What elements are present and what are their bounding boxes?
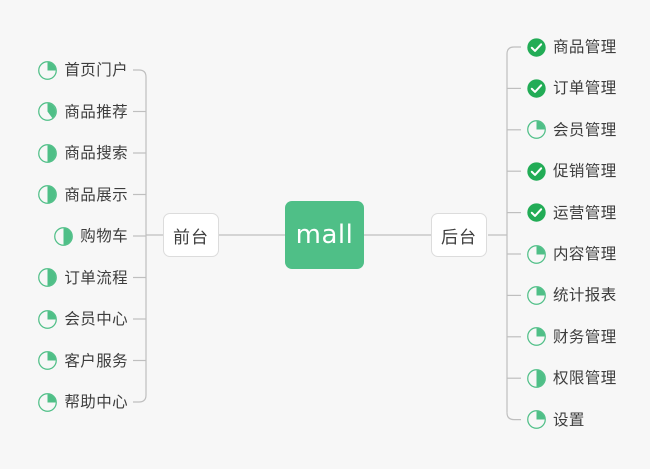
- check-circle-icon: [527, 37, 546, 57]
- pie-progress-icon: [527, 286, 546, 305]
- leaf-item-backend-5[interactable]: 运营管理: [526, 200, 617, 226]
- leaf-label: 促销管理: [553, 162, 617, 181]
- root-node-mall[interactable]: mall: [285, 201, 364, 269]
- leaf-item-backend-2[interactable]: 订单管理: [526, 75, 617, 101]
- pie-progress-icon: [527, 244, 546, 264]
- leaf-label: 订单流程: [64, 268, 128, 287]
- branch-node-frontend[interactable]: 前台: [163, 213, 219, 257]
- pie-progress-icon: [38, 143, 58, 163]
- check-circle-icon: [527, 162, 546, 181]
- leaf-item-backend-1[interactable]: 商品管理: [526, 34, 617, 60]
- leaf-label: 设置: [553, 410, 585, 429]
- branch-node-backend[interactable]: 后台: [431, 213, 487, 257]
- leaf-label: 商品搜索: [64, 144, 128, 162]
- leaf-item-frontend-5[interactable]: 购物车: [53, 223, 128, 249]
- leaf-item-backend-6[interactable]: 内容管理: [526, 241, 617, 267]
- leaf-label: 权限管理: [553, 369, 617, 388]
- frontend-elbow-top: [133, 69, 147, 78]
- leaf-item-frontend-2[interactable]: 商品推荐: [37, 99, 128, 125]
- backend-elbow-bottom: [506, 412, 521, 421]
- pie-progress-icon: [38, 309, 58, 329]
- pie-progress-icon: [38, 268, 58, 287]
- leaf-item-backend-10[interactable]: 设置: [526, 407, 585, 433]
- check-circle-icon: [527, 203, 546, 222]
- check-circle-icon: [527, 79, 546, 98]
- leaf-label: 商品展示: [64, 185, 128, 204]
- leaf-label: 帮助中心: [64, 393, 128, 411]
- leaf-item-frontend-7[interactable]: 会员中心: [37, 306, 128, 332]
- leaf-item-frontend-1[interactable]: 首页门户: [37, 57, 128, 83]
- leaf-label: 内容管理: [553, 245, 617, 263]
- pie-progress-icon: [38, 185, 58, 204]
- leaf-label: 商品推荐: [64, 102, 128, 121]
- leaf-label: 客户服务: [64, 351, 128, 370]
- leaf-label: 首页门户: [64, 61, 128, 79]
- leaf-item-frontend-9[interactable]: 帮助中心: [37, 389, 128, 415]
- pie-progress-icon: [527, 120, 546, 140]
- leaf-item-backend-8[interactable]: 财务管理: [526, 324, 617, 350]
- leaf-item-backend-3[interactable]: 会员管理: [526, 117, 617, 143]
- leaf-item-frontend-4[interactable]: 商品展示: [37, 182, 128, 208]
- branch-node-backend-label: 后台: [441, 227, 477, 248]
- pie-progress-icon: [527, 410, 546, 429]
- pie-progress-icon: [38, 392, 58, 412]
- backend-elbow-top: [506, 46, 521, 55]
- leaf-item-frontend-6[interactable]: 订单流程: [37, 265, 128, 291]
- pie-progress-icon: [527, 327, 546, 347]
- pie-progress-icon: [527, 368, 546, 388]
- root-node-label: mall: [295, 220, 354, 250]
- leaf-label: 订单管理: [553, 79, 617, 98]
- leaf-label: 购物车: [80, 227, 128, 245]
- pie-progress-icon: [38, 102, 58, 121]
- leaf-item-backend-7[interactable]: 统计报表: [526, 282, 617, 308]
- leaf-label: 财务管理: [553, 327, 617, 346]
- branch-node-frontend-label: 前台: [173, 227, 209, 248]
- leaf-label: 运营管理: [553, 203, 617, 222]
- leaf-item-frontend-3[interactable]: 商品搜索: [37, 140, 128, 166]
- leaf-item-backend-4[interactable]: 促销管理: [526, 158, 617, 184]
- leaf-label: 会员管理: [553, 120, 617, 139]
- pie-progress-icon: [54, 226, 74, 246]
- leaf-label: 统计报表: [553, 286, 617, 305]
- leaf-label: 商品管理: [553, 38, 617, 56]
- leaf-label: 会员中心: [64, 310, 128, 328]
- leaf-item-backend-9[interactable]: 权限管理: [526, 365, 617, 391]
- pie-progress-icon: [38, 60, 58, 80]
- leaf-item-frontend-8[interactable]: 客户服务: [37, 348, 128, 374]
- frontend-elbow-bottom: [133, 394, 147, 403]
- pie-progress-icon: [38, 351, 58, 370]
